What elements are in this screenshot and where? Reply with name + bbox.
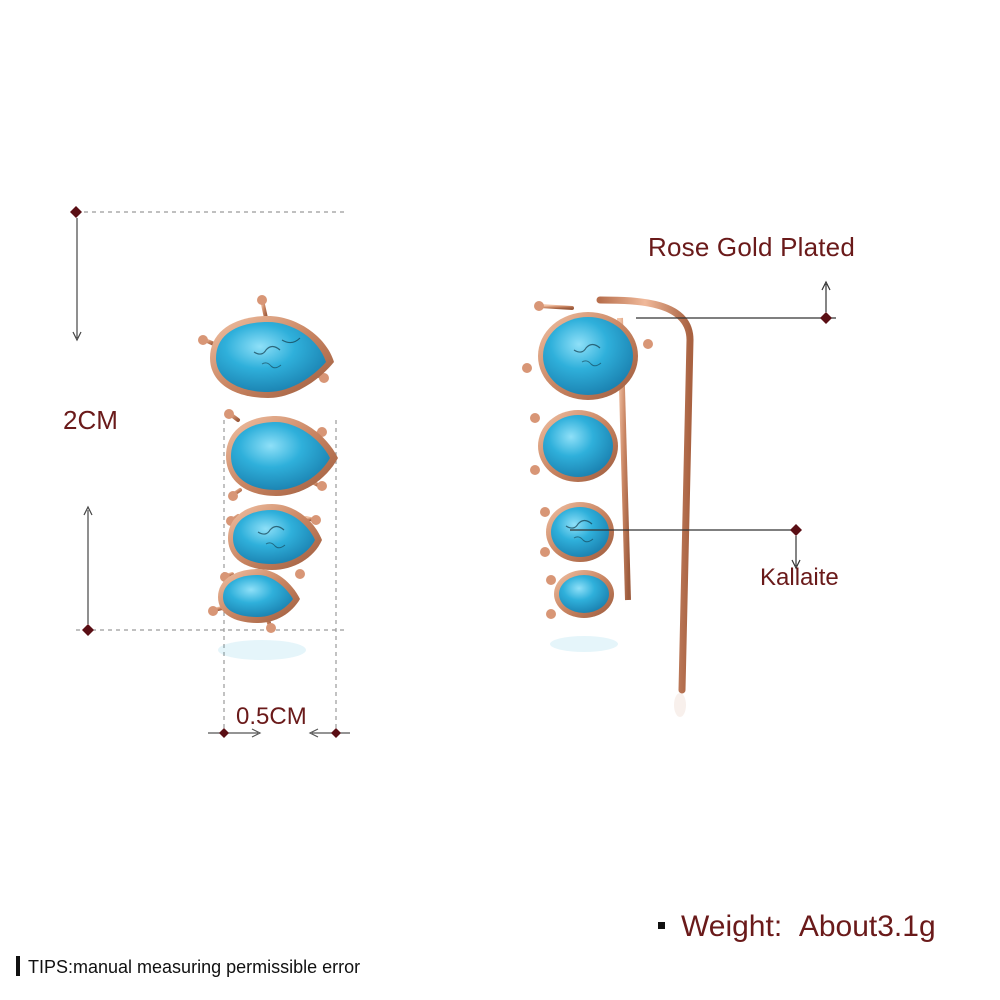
material-label: Kallaite <box>760 564 839 591</box>
turquoise-stone <box>228 504 322 570</box>
turquoise-stone <box>538 410 618 482</box>
material-callout <box>570 524 802 570</box>
right-marker-icon <box>331 728 341 738</box>
plating-marker-icon <box>820 312 832 324</box>
plating-callout <box>636 280 836 324</box>
tips-text: TIPS:manual measuring permissible error <box>28 957 361 977</box>
turquoise-stone <box>210 316 334 398</box>
arrowhead-up-icon <box>821 280 831 291</box>
bottom-marker-icon <box>82 624 94 636</box>
arrowhead-up-icon <box>83 505 93 516</box>
height-dimension <box>70 206 344 636</box>
weight-label: Weight: <box>681 910 783 943</box>
arrowhead-down-icon <box>791 559 801 570</box>
arrowhead-down-icon <box>72 331 82 342</box>
material-marker-icon <box>790 524 802 536</box>
turquoise-stone <box>218 569 300 623</box>
tips-bar-icon <box>16 956 20 977</box>
turquoise-stone <box>538 312 638 400</box>
width-dimension <box>208 420 350 738</box>
plating-label: Rose Gold Plated <box>648 232 855 262</box>
tips-note: TIPS:manual measuring permissible error <box>16 956 361 978</box>
earring-side-view <box>522 296 694 717</box>
bullet-icon <box>658 921 665 929</box>
turquoise-stone <box>226 416 338 496</box>
earring-front-view <box>198 295 338 660</box>
height-dimension-label: 2CM <box>63 405 118 435</box>
arrowhead-right-icon <box>251 728 262 738</box>
left-marker-icon <box>219 728 229 738</box>
arrowhead-left-icon <box>308 728 319 738</box>
weight-info: Weight: About3.1g <box>658 912 936 942</box>
turquoise-stone <box>554 570 614 618</box>
top-marker-icon <box>70 206 82 218</box>
reflection <box>218 640 306 660</box>
reflection <box>550 636 686 717</box>
turquoise-stone <box>546 502 614 562</box>
width-dimension-label: 0.5CM <box>236 703 307 730</box>
weight-value: About3.1g <box>798 910 936 943</box>
